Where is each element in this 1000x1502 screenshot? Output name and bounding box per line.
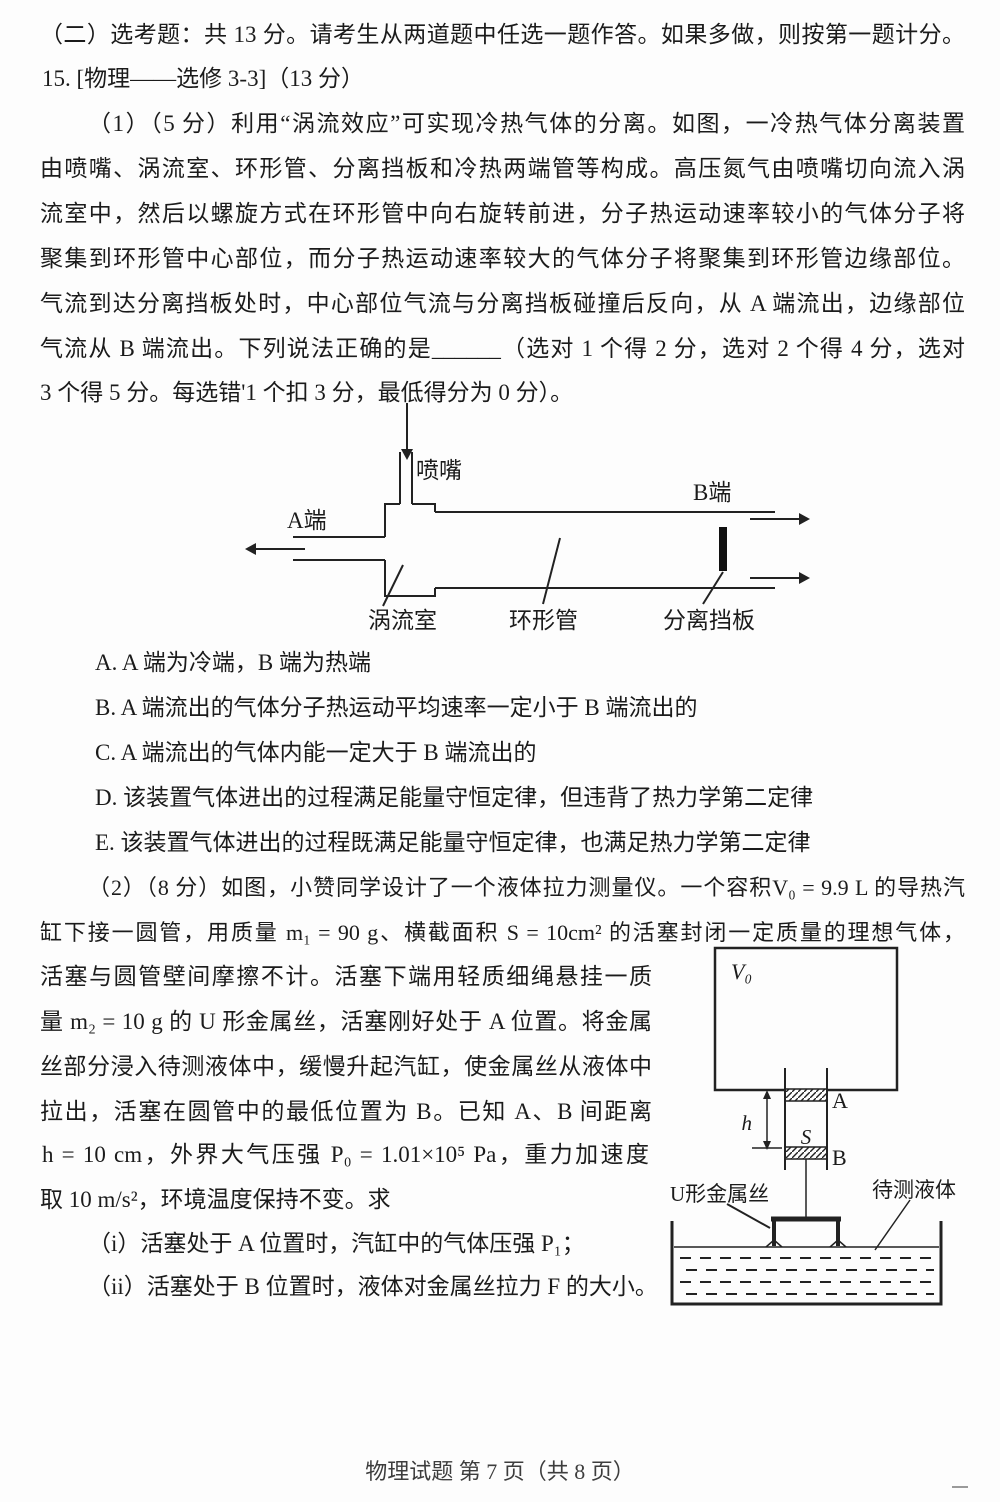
baffle-label: 分离挡板 (663, 608, 755, 633)
liquid-dashes (680, 1257, 934, 1295)
pointer-u-wire (726, 1203, 771, 1229)
part2-line: 取 10 m/s²，环境温度保持不变。求 (40, 1187, 391, 1212)
b-arrowhead-top-icon (799, 513, 810, 525)
vortex-chamber-label: 涡流室 (368, 608, 437, 633)
part2-line: h = 10 cm，外界大气压强 P₀ = 1.01×10⁵ Pa，重力加速度 (42, 1142, 649, 1167)
vortex-tube-diagram: 喷嘴 A端 B端 涡流室 环形管 分离挡板 (245, 403, 810, 633)
a-end-label: A端 (287, 508, 327, 533)
h-label: h (742, 1111, 753, 1135)
part2-line: 活塞与圆管壁间摩擦不计。活塞下端用轻质细绳悬挂一质 (40, 964, 652, 989)
question-title: 15. [物理——选修 3-3]（13 分） (42, 66, 364, 91)
meniscus-left (765, 1239, 783, 1248)
separation-baffle (719, 527, 727, 571)
s-label: S (801, 1125, 812, 1149)
option-a: A. A 端为冷端，B 端为热端 (95, 650, 372, 675)
vortex-chamber-outline (384, 503, 436, 597)
part1-line: 聚集到环形管中心部位，而分子热运动速率较大的气体分子将聚集到环形管边缘部位。 (40, 246, 965, 271)
corner-mark (952, 1486, 968, 1488)
container-outline (670, 1221, 943, 1306)
part1-line: 气流到达分离挡板处时，中心部位气流与分离挡板碰撞后反向，从 A 端流出，边缘部位 (40, 291, 965, 316)
part1-line: 流室中，然后以螺旋方式在环形管中向右旋转前进，分子热运动速率较小的气体分子将 (40, 201, 965, 226)
b-arrowhead-bottom-icon (799, 572, 810, 584)
liquid-label: 待测液体 (872, 1178, 956, 1202)
u-wire-label: U形金属丝 (670, 1182, 769, 1206)
part2-line: 拉出，活塞在圆管中的最低位置为 B。已知 A、B 间距离 (40, 1099, 652, 1124)
cylinder-outline (713, 946, 899, 1092)
b-end-label: B端 (693, 480, 731, 505)
part2-line: 丝部分浸入待测液体中，缓慢升起汽缸，使金属丝从液体中 (40, 1054, 652, 1079)
v0-label: V₀ (731, 959, 752, 984)
option-e: E. 该装置气体进出的过程既满足能量守恒定律，也满足热力学第二定律 (95, 830, 811, 855)
part2-line: 量 m₂ = 10 g 的 U 形金属丝，活塞刚好处于 A 位置。将金属 (40, 1009, 652, 1034)
part1-line: 由喷嘴、涡流室、环形管、分离挡板和冷热两端管等构成。高压氮气由喷嘴切向流入涡 (40, 156, 965, 181)
a-arrowhead-icon (245, 543, 256, 555)
option-b: B. A 端流出的气体分子热运动平均速率一定小于 B 端流出的 (95, 695, 698, 720)
page-footer: 物理试题 第 7 页（共 8 页） (365, 1459, 635, 1484)
pointer-baffle (702, 571, 724, 605)
annular-tube-label: 环形管 (509, 608, 578, 633)
part2-subquestion-i: （i）活塞处于 A 位置时，汽缸中的气体压强 P₁； (88, 1231, 585, 1256)
piston-a-label: A (832, 1088, 848, 1113)
part2-line: （2）（8 分）如图，小赞同学设计了一个液体拉力测量仪。一个容积V₀ = 9.9… (88, 875, 965, 900)
piston-a (784, 1088, 828, 1102)
option-d: D. 该装置气体进出的过程满足能量守恒定律，但违背了热力学第二定律 (95, 785, 814, 810)
part2-subquestion-ii: （ii）活塞处于 B 位置时，液体对金属丝拉力 F 的大小。 (88, 1274, 658, 1299)
h-arrow-down-icon (763, 1141, 771, 1150)
h-arrow-up-icon (763, 1090, 771, 1099)
pointer-vortex-chamber (382, 564, 404, 607)
part1-line: （1）（5 分）利用“涡流效应”可实现冷热气体的分离。如图，一冷热气体分离装置 (88, 111, 965, 136)
pointer-annular-tube (542, 537, 561, 605)
part1-line: 气流从 B 端流出。下列说法正确的是______（选对 1 个得 2 分，选对 … (40, 336, 965, 361)
pointer-liquid (874, 1199, 911, 1251)
part1-line: 3 个得 5 分。每选错'1 个扣 3 分，最低得分为 0 分）。 (40, 380, 574, 405)
inlet-arrowhead-icon (401, 449, 413, 460)
piston-b-label: B (832, 1145, 847, 1170)
meniscus-right (829, 1239, 847, 1248)
nozzle-label: 喷嘴 (416, 458, 462, 483)
tension-meter-diagram: V₀ A h S B U形金属丝 待测液体 (670, 946, 956, 1306)
section-header: （二）选考题：共 13 分。请考生从两道题中任选一题作答。如果多做，则按第一题计… (40, 22, 965, 47)
option-c: C. A 端流出的气体内能一定大于 B 端流出的 (95, 740, 537, 765)
part2-line: 缸下接一圆管，用质量 m₁ = 90 g、横截面积 S = 10cm² 的活塞封… (40, 920, 965, 945)
